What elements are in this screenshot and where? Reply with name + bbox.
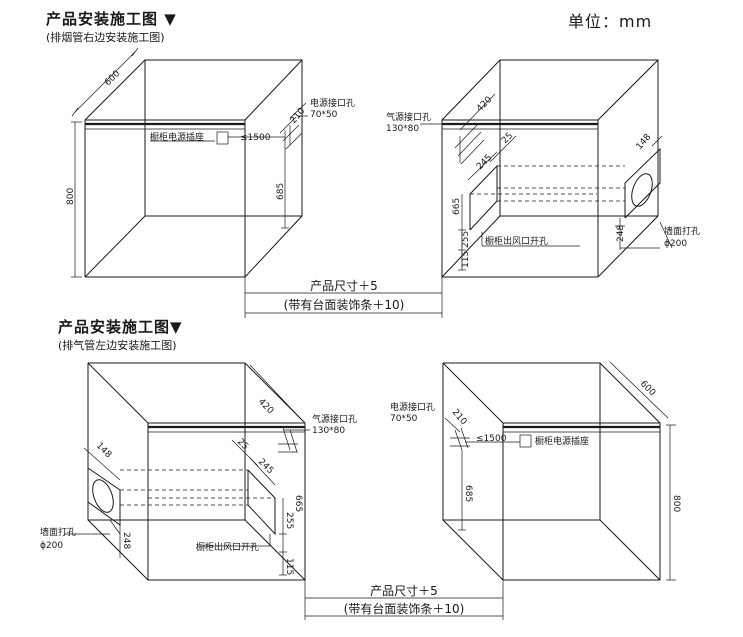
bottom-left-dim-148: 148 xyxy=(94,441,113,460)
top-right-dim-115: 115 xyxy=(461,251,471,268)
top-left-socket-label: 橱柜电源插座 xyxy=(150,131,204,143)
bottom-left-wall-hole-label: 墙面打孔 xyxy=(40,526,76,538)
top-left-power-hole-size: 70*50 xyxy=(310,110,338,120)
top-title: 产品安装施工图 ▼ xyxy=(46,10,177,28)
bottom-left-dim-255: 255 xyxy=(284,512,294,529)
unit-label: 单位：mm xyxy=(568,12,653,31)
top-size-label-2: (带有台面装饰条＋10) xyxy=(284,297,405,312)
top-right-dim-665: 665 xyxy=(452,198,462,215)
top-right-dim-245: 245 xyxy=(475,153,494,172)
top-left-cabinet xyxy=(71,47,308,278)
bottom-left-gas-hole-size: 130*80 xyxy=(312,426,345,436)
top-right-cabinet xyxy=(420,59,673,278)
top-right-dim-248: 248 xyxy=(616,225,626,242)
bottom-size-label-2: (带有台面装饰条＋10) xyxy=(344,601,465,616)
bottom-left-wall-hole-size: ϕ200 xyxy=(40,541,63,551)
bottom-right-dim-685: 685 xyxy=(463,485,473,502)
bottom-drawing xyxy=(64,361,676,620)
top-right-gas-hole-label: 气源接口孔 xyxy=(386,111,431,123)
bottom-size-label: 产品尺寸＋5 xyxy=(370,584,438,598)
bottom-right-power-hole-label: 电源接口孔 xyxy=(390,401,435,413)
top-right-wall-hole-label: 墙面打孔 xyxy=(664,225,700,237)
top-right-vent-label: 橱柜出风口开孔 xyxy=(485,235,548,247)
top-right-dim-25: 25 xyxy=(500,131,515,146)
top-right-dim-255: 255 xyxy=(461,231,471,248)
bottom-right-power-hole-size: 70*50 xyxy=(390,414,418,424)
bottom-left-cabinet xyxy=(64,362,310,581)
top-right-dim-148: 148 xyxy=(635,132,654,152)
top-left-height-800: 800 xyxy=(66,188,76,205)
top-size-label: 产品尺寸＋5 xyxy=(310,279,378,293)
bottom-left-dim-245: 245 xyxy=(256,457,275,476)
bottom-left-dim-248: 248 xyxy=(121,532,131,549)
bottom-left-dim-25: 25 xyxy=(235,437,250,452)
bottom-left-gas-hole-label: 气源接口孔 xyxy=(312,413,357,425)
top-left-power-hole-label: 电源接口孔 xyxy=(310,97,355,109)
bottom-left-dim-115: 115 xyxy=(284,558,294,575)
bottom-title: 产品安装施工图▼ xyxy=(58,318,183,336)
top-right-gas-hole-size: 130*80 xyxy=(386,124,419,134)
bottom-right-socket-dim: ≤1500 xyxy=(476,434,507,444)
bottom-right-socket-label: 橱柜电源插座 xyxy=(535,435,589,447)
bottom-right-height-800: 800 xyxy=(671,495,681,512)
bottom-right-depth-600: 600 xyxy=(638,379,657,398)
top-left-dim-685: 685 xyxy=(276,183,286,200)
bottom-right-cabinet xyxy=(442,361,676,581)
bottom-left-dim-420: 420 xyxy=(256,397,275,416)
bottom-left-dim-665: 665 xyxy=(293,495,303,512)
bottom-subtitle: (排气管左边安装施工图) xyxy=(58,339,177,352)
bottom-left-vent-label: 橱柜出风口开孔 xyxy=(196,541,259,553)
top-left-socket-dim: ≤1500 xyxy=(240,133,271,143)
bottom-right-dim-210: 210 xyxy=(450,408,469,428)
top-drawing xyxy=(71,47,673,318)
top-right-wall-hole-size: ϕ200 xyxy=(664,239,687,249)
top-subtitle: (排烟管右边安装施工图) xyxy=(46,31,165,44)
